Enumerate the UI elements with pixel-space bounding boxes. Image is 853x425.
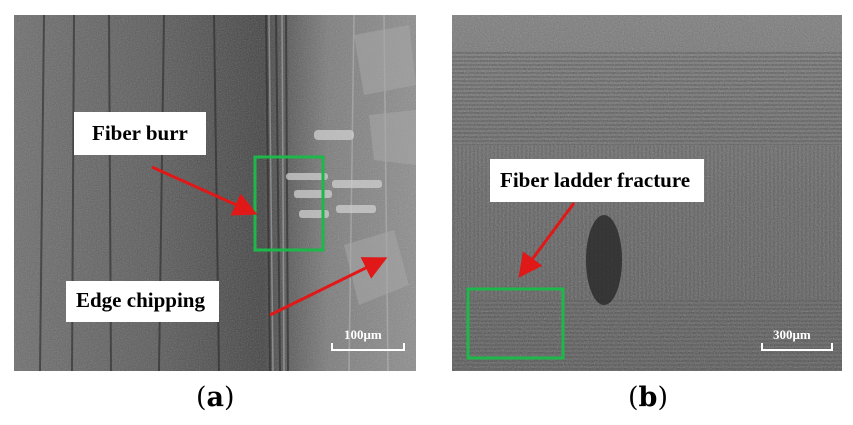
caption-a-letter: a	[206, 382, 225, 413]
scale-bar-label-b: 300μm	[773, 327, 811, 342]
caption-b-letter: b	[638, 382, 658, 413]
caption-b: (b)	[628, 382, 668, 413]
sem-image-b: Fiber ladder fracture 300μm	[452, 15, 842, 371]
sem-image-a: Fiber burr Edge chipping 100μm	[14, 15, 416, 371]
fiber-burr-label: Fiber burr	[74, 112, 206, 155]
caption-a: (a)	[196, 382, 235, 413]
scale-bar-label-a: 100μm	[344, 327, 382, 342]
fiber-ladder-fracture-label: Fiber ladder fracture	[490, 159, 705, 202]
edge-chipping-label: Edge chipping	[66, 281, 219, 322]
